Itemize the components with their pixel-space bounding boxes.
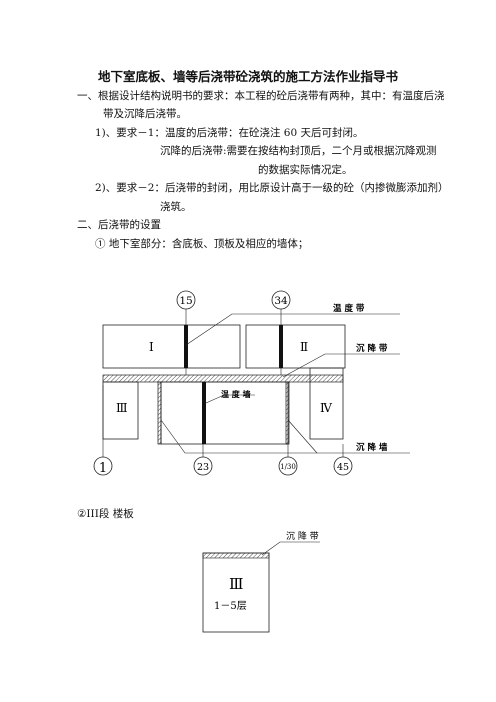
svg-text:15: 15 <box>179 295 192 307</box>
section-2-item-1: ① 地下室部分：含底板、顶板及相应的墙体； <box>95 238 309 250</box>
svg-text:1/30: 1/30 <box>280 463 296 471</box>
label-settlement-band-floor: 沉 降 带 <box>286 530 319 542</box>
building-zone-IV <box>309 367 344 440</box>
requirement-1-settlement-line-1: 沉降的后浇带:需要在按结构封顶后，二个月或根据沉降观测 <box>160 145 437 157</box>
building-zone-II <box>245 324 346 369</box>
axis-lines <box>102 309 344 457</box>
axis-bubble-15: 15 <box>176 290 196 310</box>
zone-I-label: Ⅰ <box>149 340 154 354</box>
axis-bubble-45: 45 <box>333 456 353 476</box>
requirement-1-settlement-line-2: 的数据实际情况定。 <box>258 164 353 176</box>
settlement-slab-band <box>102 374 344 383</box>
zone-II-label: Ⅱ <box>300 340 308 354</box>
zone-IV-label: Ⅳ <box>320 401 333 415</box>
leader-line-floor <box>261 541 320 556</box>
axis-bubble-1: 1 <box>93 456 113 476</box>
requirement-2-line-1: 2)、要求－2：后浇带的封闭，用比原设计高于一级的砼（内掺微膨添加剂） <box>95 182 449 194</box>
temperature-band-15 <box>184 325 188 368</box>
temperature-band-34 <box>279 325 283 368</box>
temperature-wall-23 <box>202 382 206 444</box>
zone-III-label: Ⅲ <box>116 401 128 415</box>
svg-text:34: 34 <box>274 295 288 307</box>
svg-text:1: 1 <box>99 461 107 476</box>
requirement-2-line-2: 浇筑。 <box>160 201 192 213</box>
paragraph-1-line-1: 一、根据设计结构说明书的要求：本工程的砼后浇带有两种，其中：有温度后浇 <box>77 90 445 102</box>
label-settlement-wall: 沉 降 墙 <box>356 442 388 453</box>
requirement-1: 1)、要求－1：温度的后浇带：在砼浇注 60 天后可封闭。 <box>95 127 364 139</box>
building-zone-I <box>102 324 241 369</box>
section-2-item-2: ②III段 楼板 <box>77 508 134 520</box>
label-temperature-wall: 温 度 墙 <box>221 389 251 399</box>
building-zone-III <box>102 381 139 440</box>
axis-bubble-23: 23 <box>193 456 213 476</box>
settlement-wall-left <box>157 381 162 445</box>
zone-III-floor-label: Ⅲ <box>229 575 243 593</box>
settlement-band-floor <box>202 552 270 559</box>
floor-plan-zone-III-diagram: 沉 降 带 Ⅲ 1－5层 <box>202 530 320 633</box>
floors-label: 1－5层 <box>214 600 247 612</box>
paragraph-1-line-2: 带及沉降后浇带。 <box>103 108 187 120</box>
svg-text:23: 23 <box>197 462 209 473</box>
settlement-wall-right <box>285 381 290 445</box>
page-title: 地下室底板、墙等后浇带砼浇筑的施工方法作业指导书 <box>97 69 398 84</box>
axis-bubble-1-30: 1/30 <box>278 456 298 476</box>
label-settlement-band: 沉 降 带 <box>356 343 388 354</box>
axis-bubble-34: 34 <box>271 290 291 310</box>
section-2-heading: 二、后浇带的设置 <box>77 219 161 231</box>
label-temperature-band: 温 度 带 <box>333 303 365 314</box>
leader-lines <box>160 313 410 454</box>
svg-text:45: 45 <box>337 462 349 473</box>
